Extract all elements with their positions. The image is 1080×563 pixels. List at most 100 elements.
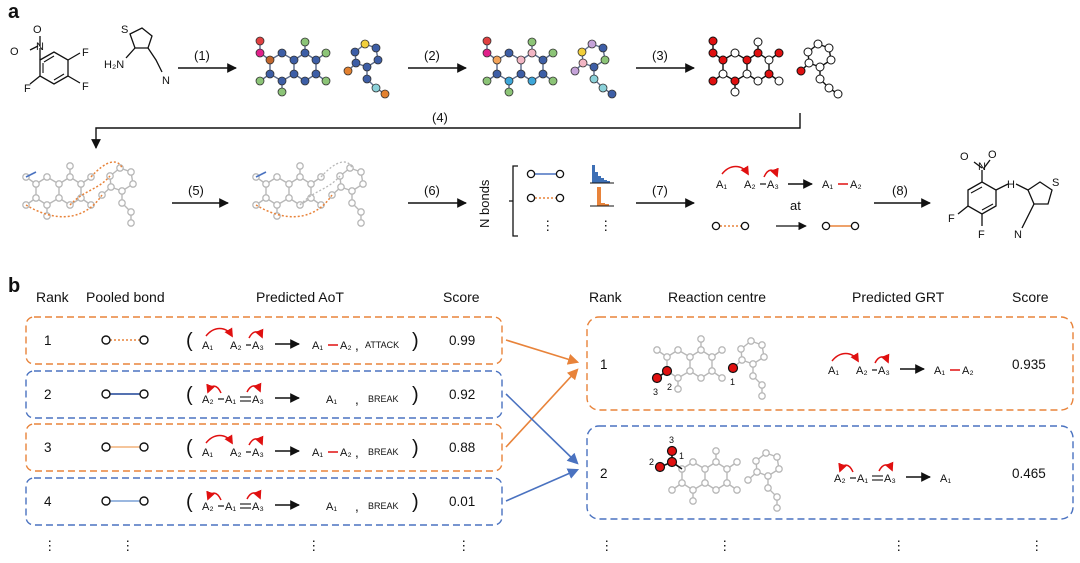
- step-7-label: (7): [652, 183, 668, 198]
- pooled-bond-2: [101, 389, 149, 399]
- step-4-arrow: [91, 113, 801, 149]
- aot-r1: A₁: [822, 179, 833, 191]
- aot-row-4-comma: ,: [355, 499, 359, 514]
- at-label: at: [790, 198, 801, 213]
- step-2-label: (2): [424, 48, 440, 63]
- bond-list: ⋮: [526, 169, 565, 233]
- aot-row-1-a2: A₂: [230, 340, 242, 352]
- aot-row-2-rparen: ): [412, 384, 419, 406]
- centre-2-label-1: 1: [679, 451, 684, 461]
- aot-row-3-a1: A₁: [202, 447, 213, 459]
- pooled-bond-3: [101, 442, 149, 452]
- row-1-rank: 1: [44, 333, 52, 348]
- centre-1-score: 0.935: [1012, 357, 1046, 372]
- aot-row-1-rparen: ): [412, 330, 419, 352]
- right-score-ellipsis: ⋮: [1030, 538, 1044, 553]
- row-3-rank: 3: [44, 440, 52, 455]
- step-5-label: (5): [188, 183, 204, 198]
- reaction-centre-graph: [708, 36, 843, 99]
- centre-1-label-2: 2: [667, 382, 672, 392]
- aot-row-4-r1: A₁: [326, 501, 337, 513]
- p-s: S: [1052, 177, 1059, 189]
- aot-row-1-lparen: (: [186, 330, 193, 352]
- aot-row-4-rparen: ): [412, 491, 419, 513]
- row-box-1: [25, 316, 503, 365]
- reactant-2-structure: S H₂N N: [104, 24, 170, 87]
- aot-a2: A₂: [744, 179, 756, 191]
- step-6-label: (6): [424, 183, 440, 198]
- aot-row-3-comma: ,: [355, 445, 359, 460]
- n-bonds-label: N bonds: [477, 179, 492, 228]
- centre-box-1: [586, 316, 1074, 411]
- candidate-graph-1: [22, 161, 137, 227]
- bond-list-ellipsis: ⋮: [541, 218, 555, 233]
- grt-1: A₁ A₂ A₃ A₁ A₂: [828, 352, 974, 377]
- histogram-orange: [590, 187, 614, 207]
- p-o2: O: [988, 149, 997, 161]
- grt-2-a3: A₃: [884, 473, 896, 485]
- aot-row-3-r2: A₂: [340, 447, 352, 459]
- centre-graph-1: 3 2 1: [651, 335, 768, 400]
- aot-row-2-comma: ,: [355, 392, 359, 407]
- right-header-score: Score: [1012, 289, 1049, 305]
- histogram-ellipsis: ⋮: [599, 218, 613, 233]
- r1-n-label: N: [36, 41, 44, 53]
- r2-s-label: S: [121, 24, 128, 36]
- aot-row-2-a1: A₁: [225, 394, 236, 406]
- aot-row-1-r2: A₂: [340, 340, 352, 352]
- aot-row-3-a3: A₃: [252, 447, 264, 459]
- p-n: N: [978, 161, 986, 173]
- pooled-bond-1: [101, 335, 149, 345]
- product-structure: O N O H S F F N: [948, 149, 1059, 241]
- grt-2-a1: A₁: [857, 473, 868, 485]
- r1-o1-label: O: [33, 24, 42, 36]
- centre-1-rank: 1: [600, 357, 608, 372]
- centre-2-rank: 2: [600, 466, 608, 481]
- p-f1: F: [948, 213, 955, 225]
- p-cn: N: [1014, 229, 1022, 241]
- panel-b-label: b: [8, 275, 20, 297]
- p-nh: H: [1007, 179, 1015, 191]
- aot-row-4-a3: A₃: [252, 501, 264, 513]
- centre-graph-2: 3 2 1: [649, 435, 783, 512]
- aot-row-1-a1: A₁: [202, 340, 213, 352]
- aot-row-2-r1: A₁: [326, 394, 337, 406]
- left-header-rank: Rank: [36, 289, 70, 305]
- left-header-pooled: Pooled bond: [86, 289, 165, 305]
- row-4-rank: 4: [44, 494, 52, 509]
- aot-row-2: ( A₂ A₁ A₃ A₁ , BREAK ): [186, 382, 419, 407]
- aot-row-1: ( A₁ A₂ A₃ A₁ A₂ , ATTACK ): [186, 327, 419, 353]
- grt-1-a1: A₁: [828, 365, 839, 377]
- n-bonds-brace: [509, 165, 518, 237]
- left-header-score: Score: [443, 289, 480, 305]
- aot-row-4: ( A₂ A₁ A₃ A₁ , BREAK ): [186, 489, 419, 514]
- colored-graph-2: [482, 36, 617, 99]
- step-4-label: (4): [432, 110, 448, 125]
- aot-r2: A₂: [850, 179, 862, 191]
- aot-row-4-lparen: (: [186, 491, 193, 513]
- grt-1-a2: A₂: [856, 365, 868, 377]
- centre-2-score: 0.465: [1012, 466, 1046, 481]
- aot-row-2-a2: A₂: [202, 394, 214, 406]
- pooled-bond-4: [101, 496, 149, 506]
- aot-row-1-r1: A₁: [312, 340, 323, 352]
- aot-row-2-a3: A₃: [252, 394, 264, 406]
- aot-row-3-a2: A₂: [230, 447, 242, 459]
- grt-1-r1: A₁: [934, 365, 945, 377]
- grt-1-r2: A₂: [962, 365, 974, 377]
- aot-row-2-lparen: (: [186, 384, 193, 406]
- r2-n-label: N: [162, 75, 170, 87]
- right-rank-ellipsis: ⋮: [600, 538, 614, 553]
- aot-ellipsis: ⋮: [307, 538, 321, 553]
- row-3-score: 0.88: [449, 440, 475, 455]
- reactant-1-structure: O N O F F F: [10, 24, 89, 95]
- aot-row-3-rparen: ): [412, 437, 419, 459]
- connector-4-to-2: [505, 468, 580, 502]
- aot-row-3-lparen: (: [186, 437, 193, 459]
- aot-row-4-action: BREAK: [368, 501, 399, 511]
- right-header-grt: Predicted GRT: [852, 289, 945, 305]
- aot-panel-a: A₁ A₂ A₃ A₁ A₂ at: [711, 165, 862, 231]
- aot-row-4-a2: A₂: [202, 501, 214, 513]
- connector-1-to-1: [505, 339, 580, 365]
